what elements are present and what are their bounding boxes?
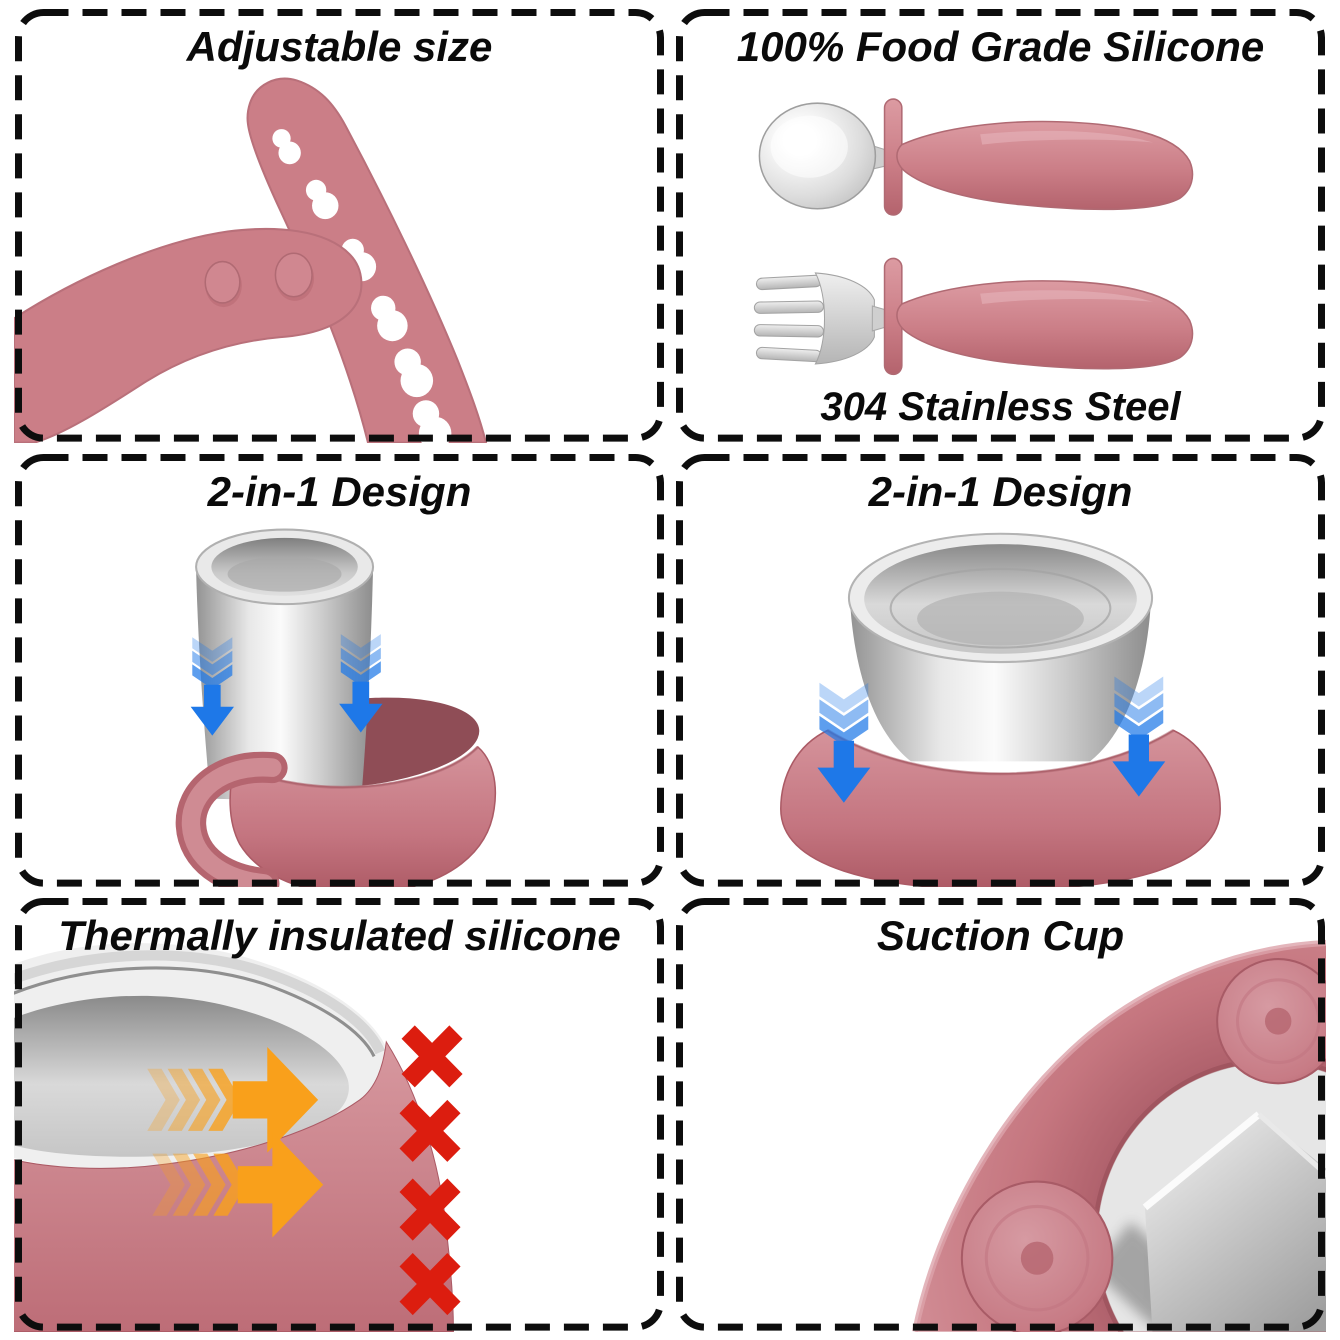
- silicone-handle: [883, 257, 1194, 376]
- panel-2in1-cup: 2-in-1 Design: [14, 452, 665, 888]
- silicone-handle: [883, 98, 1194, 216]
- suction-cup: [1216, 958, 1326, 1085]
- panel-title: 2-in-1 Design: [868, 467, 1133, 515]
- panel-title: 100% Food Grade Silicone: [736, 23, 1265, 70]
- panel-adjustable-size: Adjustable size: [14, 8, 665, 443]
- baby-fork: [753, 257, 1194, 376]
- steel-bowl: [847, 532, 1154, 762]
- panel-2in1-bowl: 2-in-1 Design: [675, 452, 1326, 888]
- fork-tines: [753, 274, 825, 363]
- panel-food-grade-silicone: 100% Food Grade Silicone 304 Stainless S…: [675, 8, 1326, 443]
- panel-suction-cup: Suction Cup: [675, 897, 1326, 1332]
- panel-title: Thermally insulated silicone: [58, 912, 621, 960]
- suction-cup: [960, 1180, 1114, 1332]
- caption-304-stainless: 304 Stainless Steel: [820, 384, 1181, 429]
- bib-strap-snaps: [14, 227, 363, 443]
- panel-thermal-silicone: Thermally insulated silicone: [14, 897, 665, 1332]
- panel-title: 2-in-1 Design: [207, 467, 472, 515]
- blocked-cross-icon: [401, 1025, 463, 1088]
- panel-title: Adjustable size: [186, 23, 493, 70]
- baby-spoon: [758, 98, 1194, 216]
- panel-title: Suction Cup: [876, 912, 1125, 960]
- fork-head: [814, 272, 875, 365]
